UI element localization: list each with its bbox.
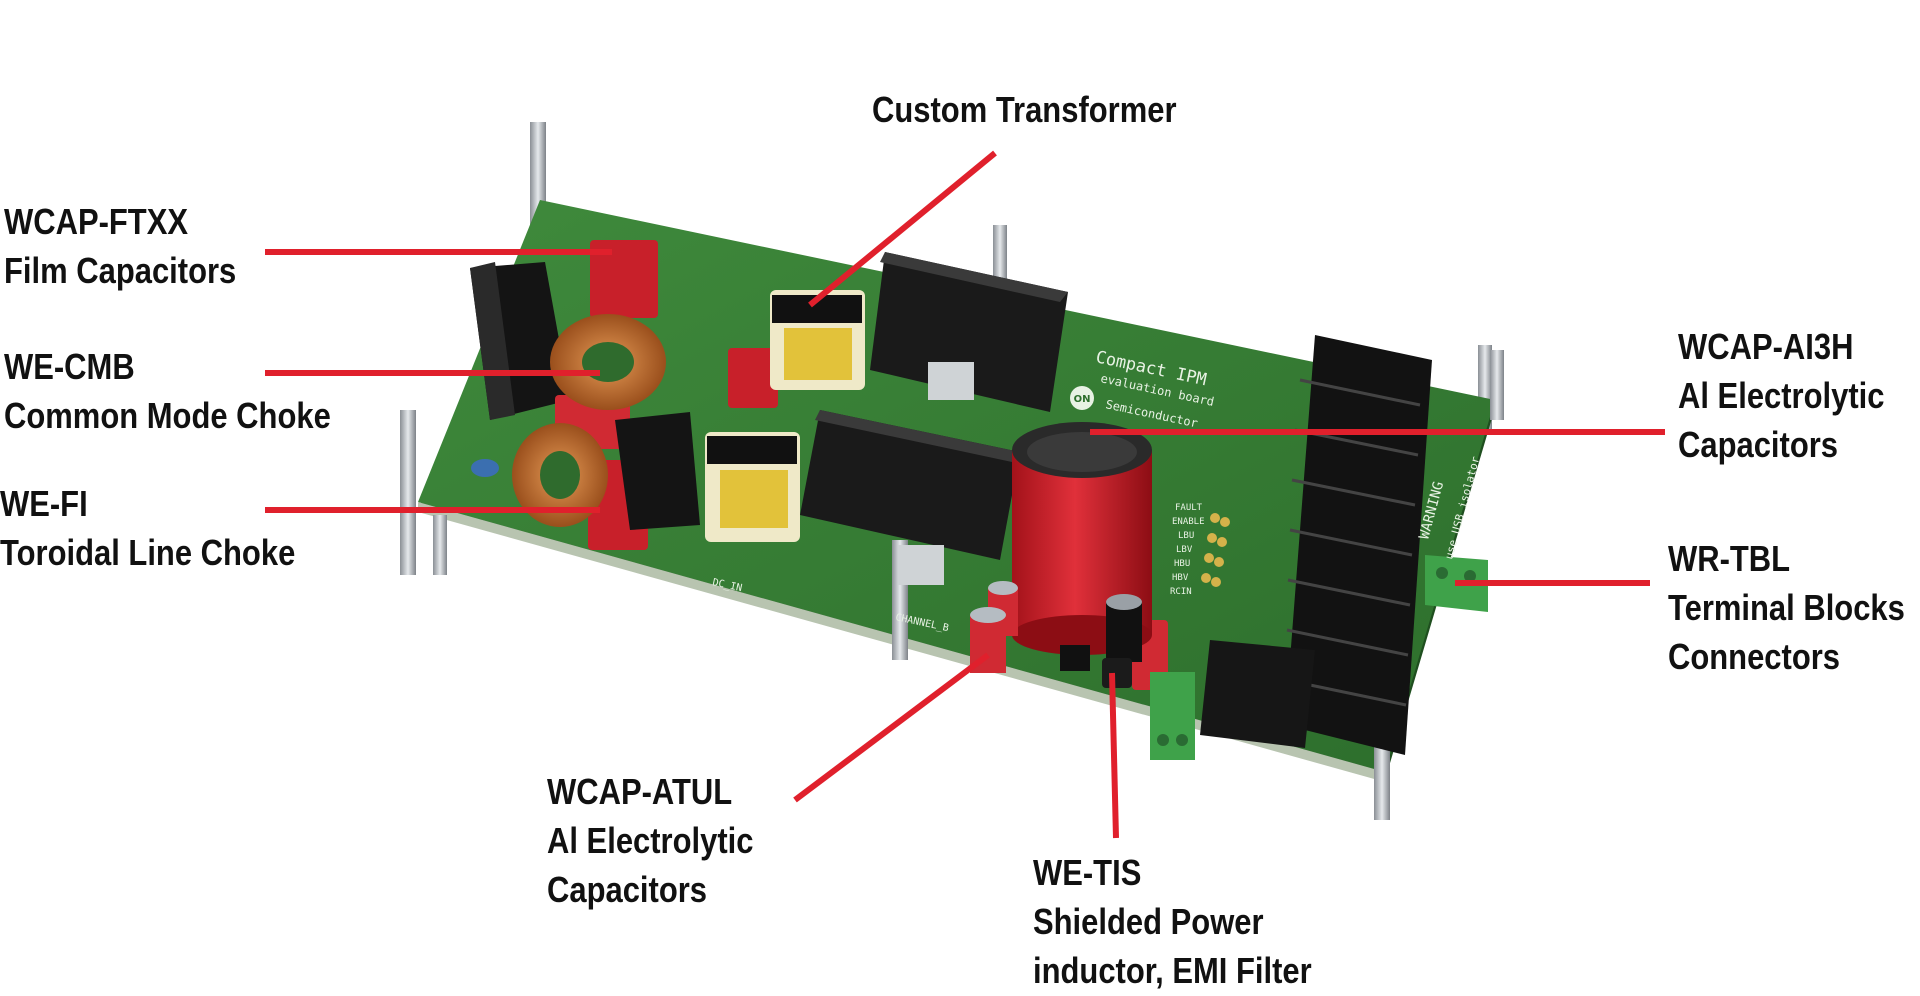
- toroidal-line-choke: [471, 423, 608, 527]
- heatsinks: [615, 252, 1068, 585]
- leader-we-tis: [1109, 672, 1119, 839]
- callout-description: Common Mode Choke: [4, 395, 331, 436]
- callout-title: WCAP-ATUL: [547, 771, 733, 812]
- callout-description: Toroidal Line Choke: [0, 532, 296, 573]
- callout-we-fi: WE-FI Toroidal Line Choke: [0, 479, 295, 577]
- callout-we-tis: WE-TIS Shielded Power inductor, EMI Filt…: [1033, 848, 1312, 995]
- leader-custom-transformer: [808, 150, 997, 308]
- callout-custom-transformer: Custom Transformer: [872, 85, 1177, 134]
- big-electrolytic-capacitor: [1012, 422, 1152, 655]
- large-heatsink: [1200, 335, 1432, 755]
- callout-description: Film Capacitors: [4, 250, 237, 291]
- pin-label: LBU: [1178, 531, 1194, 541]
- callout-wr-tbl: WR-TBL Terminal Blocks Connectors: [1668, 534, 1905, 681]
- small-electrolytic-capacitors: [970, 581, 1142, 673]
- callout-we-cmb: WE-CMB Common Mode Choke: [4, 342, 331, 440]
- pin-label: HBU: [1174, 559, 1190, 569]
- callout-wcap-ftxx: WCAP-FTXX Film Capacitors: [4, 197, 236, 295]
- callout-wcap-ai3h: WCAP-AI3H Al Electrolytic Capacitors: [1678, 322, 1884, 469]
- callout-title: WCAP-AI3H: [1678, 326, 1854, 367]
- callout-title: Custom Transformer: [872, 89, 1177, 130]
- on-logo-text: ON: [1074, 394, 1091, 405]
- leader-wcap-atul: [793, 652, 990, 803]
- callout-wcap-atul: WCAP-ATUL Al Electrolytic Capacitors: [547, 767, 753, 914]
- callout-description: Al Electrolytic: [1678, 375, 1885, 416]
- callout-title: WE-FI: [0, 483, 88, 524]
- ac-inlet: [470, 262, 570, 420]
- transformers: [705, 290, 865, 542]
- common-mode-choke: [550, 314, 666, 410]
- callout-description: Capacitors: [1678, 424, 1839, 465]
- pin-label: RCIN: [1170, 587, 1192, 597]
- callout-title: WCAP-FTXX: [4, 201, 189, 242]
- callout-description: inductor, EMI Filter: [1033, 950, 1312, 991]
- callout-description: Connectors: [1668, 636, 1841, 677]
- pin-label: FAULT: [1175, 503, 1203, 513]
- header-pins: [1201, 513, 1230, 587]
- pin-label: LBV: [1176, 545, 1193, 555]
- callout-title: WR-TBL: [1668, 538, 1791, 579]
- callout-description: Al Electrolytic: [547, 820, 754, 861]
- on-logo: [1070, 386, 1094, 410]
- pin-label: HBV: [1172, 573, 1189, 583]
- callout-leader-lines: [265, 150, 1665, 839]
- callout-description: Capacitors: [547, 869, 708, 910]
- callout-title: WE-CMB: [4, 346, 135, 387]
- callout-title: WE-TIS: [1033, 852, 1142, 893]
- callout-description: Shielded Power: [1033, 901, 1264, 942]
- callout-description: Terminal Blocks: [1668, 587, 1905, 628]
- pin-labels: FAULT ENABLE LBU LBV HBU HBV RCIN: [1170, 503, 1205, 597]
- pin-label: ENABLE: [1172, 517, 1205, 527]
